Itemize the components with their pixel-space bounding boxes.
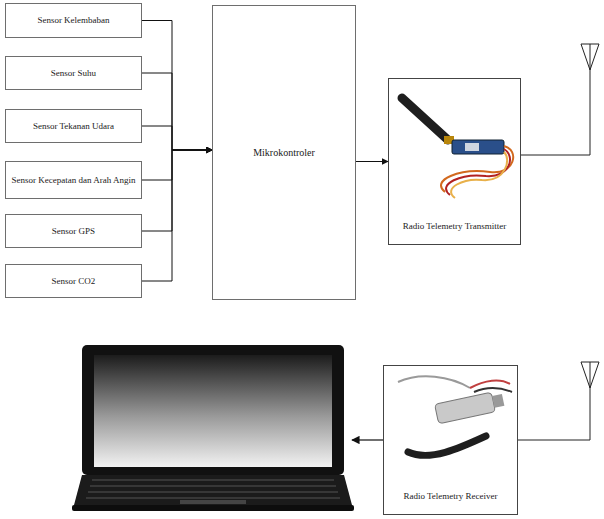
wire [470, 381, 510, 388]
keyboard-rows [86, 480, 340, 498]
arrow-to-laptop [352, 439, 383, 440]
antenna-wire [518, 362, 590, 440]
box-label: Sensor Kelembaban [37, 15, 109, 26]
usb-body [435, 392, 496, 424]
laptop [72, 345, 354, 511]
touchpad [180, 500, 246, 504]
box-label: Sensor CO2 [52, 276, 96, 287]
picture-ground [388, 78, 521, 245]
laptop-lid [82, 345, 344, 475]
connector-arrow [142, 73, 212, 150]
box-label: Sensor Tekanan Udara [33, 121, 114, 132]
antenna-rod [408, 436, 486, 455]
wire [441, 146, 513, 192]
box-label: Mikrokontroler [253, 147, 315, 159]
controller-box: Mikrokontroler [212, 5, 356, 300]
wire [446, 149, 510, 195]
receiver-picture [383, 365, 518, 515]
radio-board [452, 140, 504, 154]
usb-plug [492, 394, 504, 408]
usb-stick [435, 390, 506, 424]
connector-arrow [356, 161, 388, 162]
connector-arrow [142, 150, 212, 281]
box-label: Radio Telemetry Receiver [403, 491, 497, 502]
antenna-symbol [518, 44, 599, 440]
box-label: Sensor Kecepatan dan Arah Angin [12, 175, 136, 186]
antenna-rod [402, 98, 448, 140]
box-label: Sensor Suhu [51, 68, 96, 79]
laptop-edge [72, 505, 354, 511]
laptop-base [74, 475, 352, 505]
picture-ground [383, 365, 518, 515]
connector-arrow [142, 21, 212, 151]
sensor-box: Sensor Kecepatan dan Arah Angin [5, 161, 142, 199]
laptop-screen [94, 355, 332, 467]
sensor-box: Sensor CO2 [5, 264, 142, 298]
wire [398, 376, 470, 388]
sensor-box: Sensor Kelembaban [5, 3, 142, 38]
sensor-box: Sensor GPS [5, 214, 142, 248]
chip [465, 143, 479, 151]
receiver-box: Radio Telemetry Receiver [383, 365, 518, 515]
connector-arrow [142, 150, 212, 180]
connector-arrow [142, 150, 212, 231]
sensor-box: Sensor Tekanan Udara [5, 109, 142, 143]
box-label: Sensor GPS [52, 226, 95, 237]
box-label: Radio Telemetry Transmitter [403, 221, 507, 232]
transmitter-picture [388, 78, 521, 245]
antenna-wire [521, 44, 590, 155]
transmitter-box: Radio Telemetry Transmitter [388, 78, 521, 245]
wire [474, 388, 512, 392]
connector-arrow [142, 126, 212, 150]
sensor-box: Sensor Suhu [5, 56, 142, 90]
wire [451, 152, 507, 198]
